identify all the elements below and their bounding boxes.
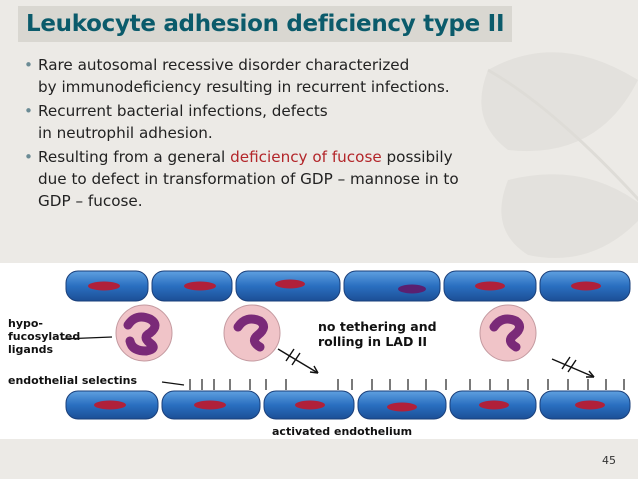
slide-title: Leukocyte adhesion deficiency type II bbox=[26, 11, 505, 37]
label-activated-endothelium: activated endothelium bbox=[272, 425, 412, 438]
lad2-diagram-svg: hypo- fucosylated ligands no tethering a… bbox=[8, 270, 631, 438]
cell-nucleus bbox=[571, 281, 601, 291]
leukocyte bbox=[115, 304, 173, 362]
bullet-dot-icon: • bbox=[24, 102, 33, 120]
cell-nucleus bbox=[88, 281, 120, 291]
cell-nucleus bbox=[295, 400, 325, 410]
endothelial-cell bbox=[343, 270, 441, 302]
cell-nucleus bbox=[475, 281, 505, 291]
cell-nucleus bbox=[275, 279, 305, 289]
pointer-line bbox=[161, 381, 185, 386]
top-vessel-wall bbox=[65, 270, 631, 302]
label-no-tethering-line1: no tethering and bbox=[318, 319, 437, 334]
cell-nucleus bbox=[575, 400, 605, 410]
bullet-line: Resulting from a general deficiency of f… bbox=[38, 146, 614, 168]
bullet-item: • Recurrent bacterial infections, defect… bbox=[24, 100, 614, 144]
lad2-diagram: hypo- fucosylated ligands no tethering a… bbox=[0, 263, 638, 439]
bullet-line: GDP – fucose. bbox=[38, 192, 143, 210]
title-bar: Leukocyte adhesion deficiency type II bbox=[18, 6, 513, 42]
highlighted-term: deficiency of fucose bbox=[230, 148, 382, 166]
bullet-line: Recurrent bacterial infections, defects bbox=[38, 102, 328, 120]
bullet-line: due to defect in transformation of GDP –… bbox=[38, 170, 459, 188]
label-hypo-line2: fucosylated bbox=[8, 330, 80, 343]
bullet-line: Rare autosomal recessive disorder charac… bbox=[38, 56, 410, 74]
label-no-tethering-line2: rolling in LAD II bbox=[318, 334, 427, 349]
bullet-item: • Resulting from a general deficiency of… bbox=[24, 146, 614, 212]
bullet-line: in neutrophil adhesion. bbox=[38, 124, 213, 142]
leukocyte bbox=[479, 304, 537, 362]
cell-nucleus bbox=[398, 284, 426, 294]
blocked-arrow bbox=[277, 348, 319, 374]
label-endothelial-selectins: endothelial selectins bbox=[8, 374, 137, 387]
bullet-line: by immunodeficiency resulting in recurre… bbox=[38, 78, 450, 96]
pointer-line bbox=[61, 336, 113, 340]
label-hypo-line1: hypo- bbox=[8, 317, 43, 330]
bullet-text: possibily bbox=[381, 148, 453, 166]
selectins bbox=[189, 379, 625, 390]
cell-nucleus bbox=[94, 400, 126, 410]
cell-nucleus bbox=[387, 402, 417, 412]
bullet-list: • Rare autosomal recessive disorder char… bbox=[24, 54, 614, 214]
cell-nucleus bbox=[194, 400, 226, 410]
bullet-text: Resulting from a general bbox=[38, 148, 231, 166]
bullet-dot-icon: • bbox=[24, 56, 33, 74]
bullet-item: • Rare autosomal recessive disorder char… bbox=[24, 54, 614, 98]
page-number: 45 bbox=[602, 454, 616, 467]
label-hypo-line3: ligands bbox=[8, 343, 54, 356]
cell-nucleus bbox=[479, 400, 509, 410]
background-leaf-decoration bbox=[481, 52, 638, 258]
cell-nucleus bbox=[184, 281, 216, 291]
bottom-vessel-wall bbox=[65, 390, 631, 420]
bullet-dot-icon: • bbox=[24, 148, 33, 166]
leukocyte bbox=[223, 304, 281, 362]
blocked-arrow bbox=[551, 356, 595, 378]
